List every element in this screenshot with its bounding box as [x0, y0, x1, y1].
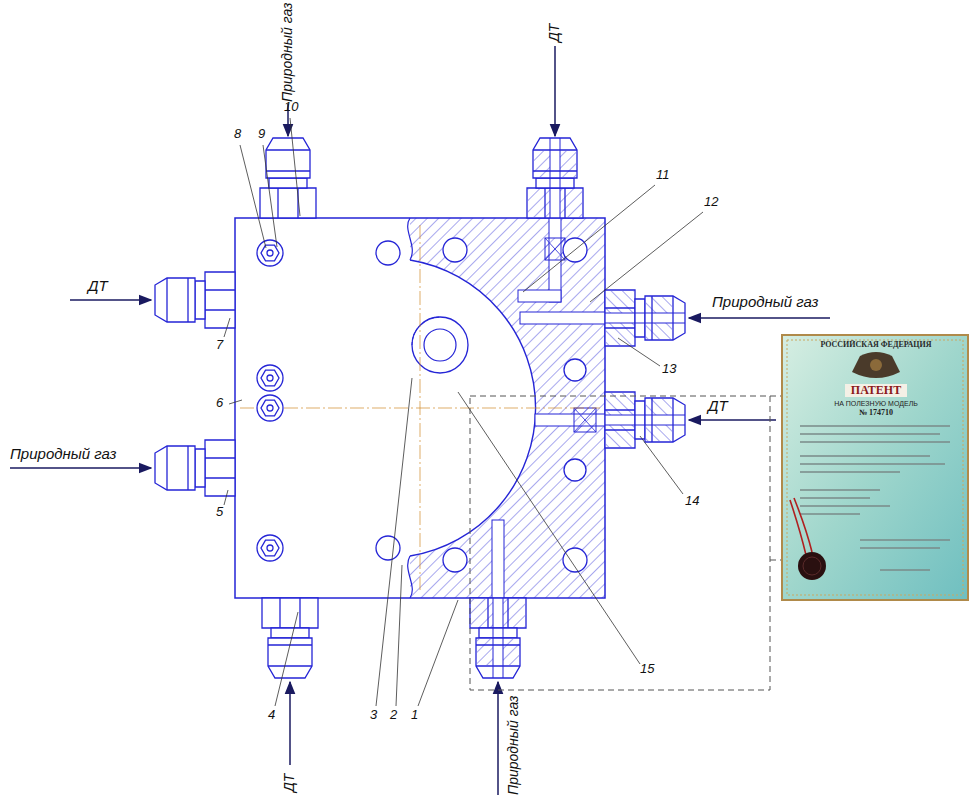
callout-number: 12 — [704, 195, 718, 209]
flow-label: Природный газ — [712, 294, 819, 311]
callout-number: 8 — [234, 127, 241, 141]
flow-label: ДТ — [547, 24, 562, 42]
callout-number: 13 — [662, 362, 676, 376]
callout-number: 9 — [258, 127, 265, 141]
flow-label: ДТ — [88, 278, 108, 295]
callout-number: 14 — [685, 494, 699, 508]
callout-number: 1 — [411, 708, 418, 722]
callout-number: 11 — [656, 168, 670, 182]
flow-label: ДТ — [708, 398, 728, 415]
flow-label: Природный газ — [280, 3, 295, 102]
callout-number: 15 — [640, 662, 654, 676]
callout-number: 4 — [268, 708, 275, 722]
callout-number: 10 — [284, 100, 298, 114]
callout-number: 3 — [370, 708, 377, 722]
flow-label: ДТ — [282, 774, 297, 792]
callout-number: 5 — [216, 505, 223, 519]
flow-label: Природный газ — [506, 696, 521, 795]
certificate-number: № 174710 — [859, 409, 893, 418]
callout-number: 2 — [390, 708, 397, 722]
certificate-text: НА ПОЛЕЗНУЮ МОДЕЛЬ — [834, 400, 918, 408]
callout-number: 6 — [216, 396, 223, 410]
callout-number: 7 — [216, 338, 223, 352]
flow-label: Природный газ — [10, 446, 117, 463]
certificate-title: ПАТЕНТ — [845, 384, 907, 397]
certificate-text: РОССИЙСКАЯ ФЕДЕРАЦИЯ — [820, 341, 931, 350]
patent-certificate — [782, 335, 968, 600]
